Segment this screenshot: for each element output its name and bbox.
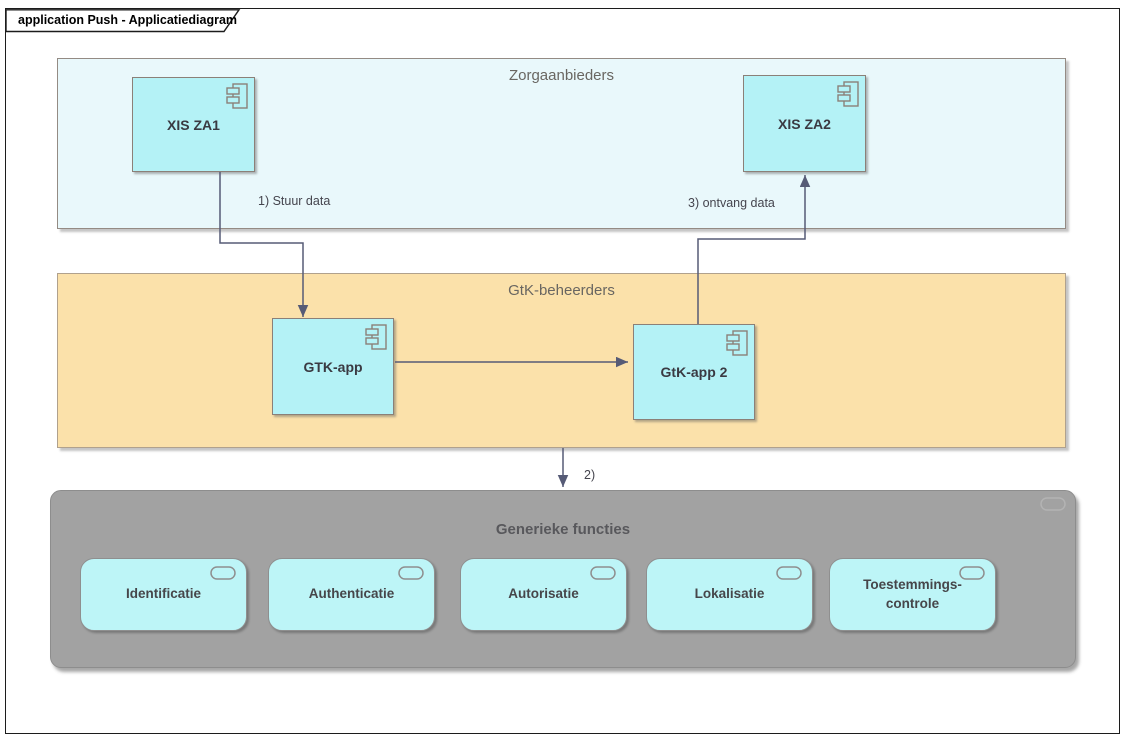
service-pill-icon <box>959 566 985 580</box>
service-label: Autorisatie <box>508 586 579 602</box>
group-generieke-functies-label: Generieke functies <box>495 521 631 538</box>
service-pill-icon <box>776 566 802 580</box>
service-toestemmingscontrole[interactable]: Toestemmings-controle <box>829 558 996 631</box>
group-zorgaanbieders-label: Zorgaanbieders <box>508 67 615 84</box>
service-pill-icon <box>590 566 616 580</box>
connector-label-stuur-data: 1) Stuur data <box>258 194 331 208</box>
diagram-title: application Push - Applicatiediagram <box>18 13 238 27</box>
service-identificatie[interactable]: Identificatie <box>80 558 247 631</box>
component-xis-za1[interactable]: XIS ZA1 <box>132 77 255 172</box>
connector-label-naar-generiek: 2) <box>584 468 596 482</box>
component-xis-za2[interactable]: XIS ZA2 <box>743 75 866 172</box>
service-label: Toestemmings-controle <box>863 576 962 611</box>
component-label: XIS ZA1 <box>167 116 220 133</box>
group-gtk-beheerders[interactable]: GtK-beheerders <box>57 273 1066 448</box>
component-gtk-app-2[interactable]: GtK-app 2 <box>633 324 755 420</box>
service-pill-icon <box>210 566 236 580</box>
service-autorisatie[interactable]: Autorisatie <box>460 558 627 631</box>
component-label: GTK-app <box>303 358 363 375</box>
service-lokalisatie[interactable]: Lokalisatie <box>646 558 813 631</box>
service-label: Authenticatie <box>308 586 395 602</box>
component-label: XIS ZA2 <box>778 115 831 132</box>
component-label: GtK-app 2 <box>660 364 728 380</box>
component-icon <box>837 81 859 107</box>
component-icon <box>365 324 387 350</box>
service-pill-icon <box>398 566 424 580</box>
group-gtk-beheerders-label: GtK-beheerders <box>508 282 615 299</box>
component-icon <box>726 330 748 356</box>
service-label: Lokalisatie <box>694 586 765 602</box>
component-gtk-app[interactable]: GTK-app <box>272 318 394 415</box>
diagram-title-tab[interactable]: application Push - Applicatiediagram <box>6 9 256 33</box>
title-tab-shape <box>6 9 241 33</box>
service-authenticatie[interactable]: Authenticatie <box>268 558 435 631</box>
component-icon <box>226 83 248 109</box>
service-label: Identificatie <box>125 586 201 602</box>
connector-label-ontvang-data: 3) ontvang data <box>688 196 775 210</box>
service-pill-icon <box>1040 497 1066 511</box>
